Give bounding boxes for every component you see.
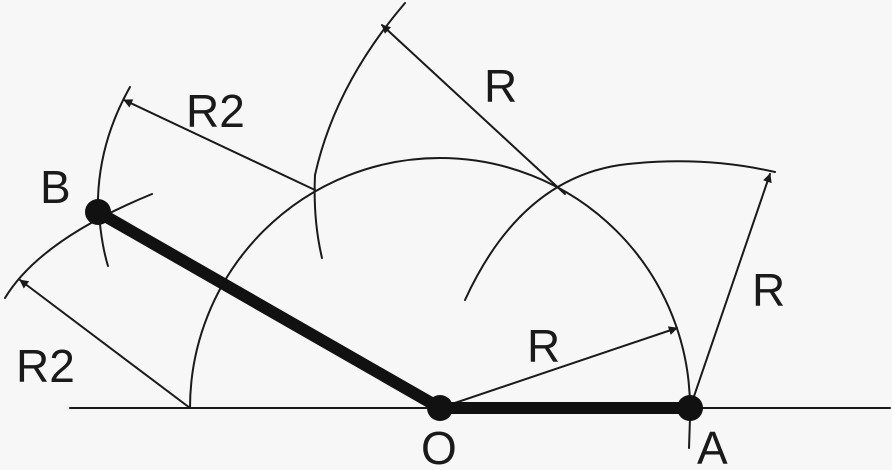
label-b: B — [40, 161, 71, 213]
arc-near-b — [96, 86, 131, 267]
label-r-inner: R — [527, 320, 560, 372]
arrow-r2-lower — [19, 279, 191, 409]
arrow-r-right — [689, 173, 772, 409]
arc-tick-at-a — [688, 417, 691, 449]
arrow-r-inner — [439, 326, 678, 409]
label-r-right: R — [752, 264, 785, 316]
arrow-r-top — [381, 24, 566, 195]
label-r2-lower: R2 — [16, 340, 75, 392]
label-r-top: R — [484, 60, 517, 112]
label-r2-upper: R2 — [186, 85, 245, 137]
arc-upper — [313, 2, 406, 259]
label-o: O — [421, 422, 457, 470]
label-a: A — [697, 422, 728, 470]
arc-left — [4, 193, 153, 299]
segment-ob — [92, 206, 446, 414]
point-o-dot — [427, 395, 453, 421]
point-b-dot — [85, 199, 111, 225]
arrow-r2-upper — [123, 99, 316, 191]
point-a-dot — [677, 395, 703, 421]
arc-from-a — [464, 160, 776, 301]
main-arc — [189, 157, 691, 409]
